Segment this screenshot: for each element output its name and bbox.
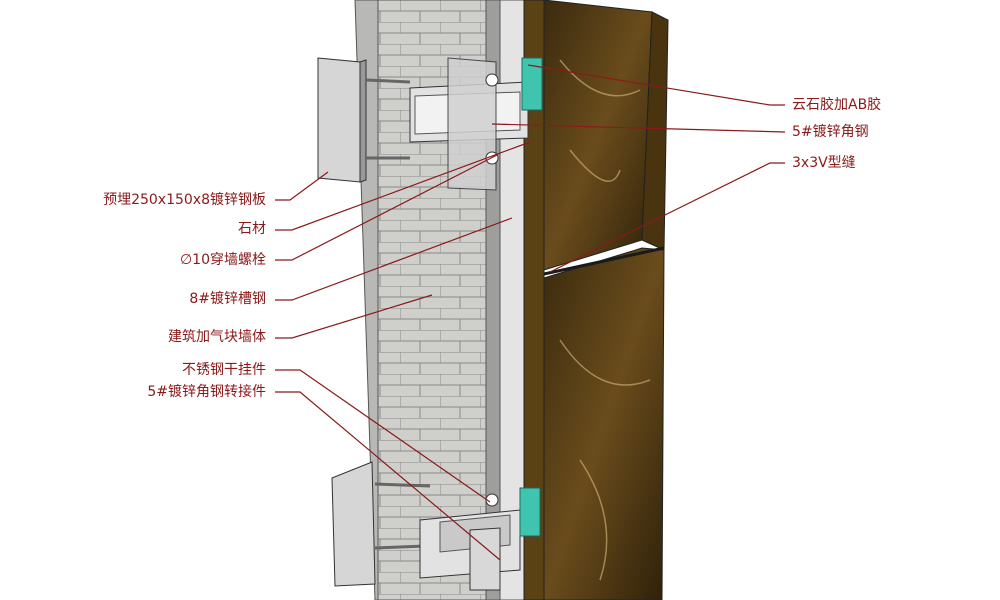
- label-through-bolt: ∅10穿墙螺栓: [179, 252, 266, 268]
- leader-lines: [275, 64, 786, 561]
- label-glue: 云石胶加AB胶: [792, 97, 882, 113]
- label-angle-steel: 5#镀锌角钢: [792, 124, 869, 140]
- bolt-lower: [485, 493, 499, 507]
- label-channel-steel: 8#镀锌槽钢: [189, 291, 266, 307]
- embedded-plate-lower: [331, 461, 376, 587]
- label-angle-connector: 5#镀锌角钢转接件: [147, 384, 266, 400]
- bolt-upper: [485, 73, 499, 87]
- glue-clip-lower: [519, 487, 541, 537]
- label-block-wall: 建筑加气块墙体: [168, 329, 266, 345]
- embedded-plate-upper: [317, 57, 361, 183]
- stone-panel-lower: [543, 247, 665, 600]
- stone-panel-side: [523, 0, 545, 600]
- label-stone: 石材: [238, 221, 266, 237]
- label-stainless-hanger: 不锈钢干挂件: [182, 362, 266, 378]
- label-v-joint: 3x3V型缝: [792, 155, 856, 171]
- glue-clip-upper: [521, 57, 543, 111]
- label-embedded-plate: 预埋250x150x8镀锌钢板: [103, 192, 266, 208]
